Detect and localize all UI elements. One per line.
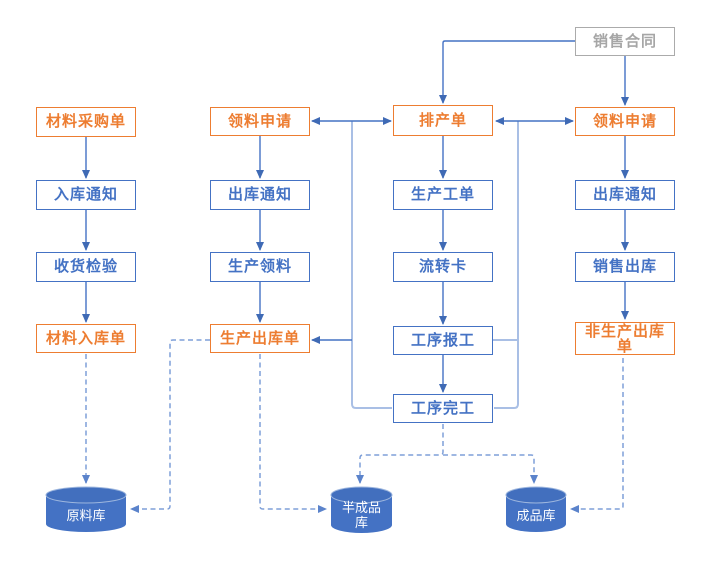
node-label: 收货检验 bbox=[53, 258, 118, 275]
node-picking-request-right: 领料申请 bbox=[575, 107, 675, 136]
edge-process-completion-to-finished-warehouse bbox=[443, 454, 538, 484]
node-production-work-order: 生产工单 bbox=[393, 180, 493, 210]
edge-process-completion-to-semi-warehouse bbox=[356, 424, 444, 484]
node-label: 流转卡 bbox=[418, 258, 467, 275]
dashed-arrows bbox=[82, 339, 624, 513]
node-raw-material-warehouse: 原料库 bbox=[45, 486, 127, 533]
node-label: 生产出库单 bbox=[219, 329, 300, 347]
node-label: 工序报工 bbox=[410, 331, 475, 349]
node-label: 出库通知 bbox=[592, 186, 657, 203]
cylinder-shape bbox=[505, 486, 567, 532]
node-process-reporting: 工序报工 bbox=[393, 326, 493, 355]
node-inbound-notice: 入库通知 bbox=[36, 180, 136, 210]
node-label: 排产单 bbox=[418, 111, 467, 129]
edge-non-production-to-finished-warehouse bbox=[570, 358, 624, 513]
node-outbound-notice-left: 出库通知 bbox=[210, 180, 310, 210]
edge-sales-contract-to-schedule bbox=[439, 40, 575, 104]
node-label: 工序完工 bbox=[410, 399, 475, 417]
node-receipt-inspection: 收货检验 bbox=[36, 252, 136, 282]
node-label: 材料入库单 bbox=[45, 329, 126, 347]
node-process-completion: 工序完工 bbox=[393, 394, 493, 423]
edge-production-outbound-to-raw-warehouse bbox=[130, 339, 210, 513]
node-picking-request-left: 领料申请 bbox=[210, 107, 310, 136]
node-label: 生产领料 bbox=[227, 258, 292, 275]
node-finished-goods-warehouse: 成品库 bbox=[505, 486, 567, 533]
node-semi-finished-warehouse: 半成品 库 bbox=[330, 486, 393, 534]
node-non-production-outbound-order: 非生产出库 单 bbox=[575, 322, 675, 355]
node-production-schedule: 排产单 bbox=[393, 105, 493, 136]
cylinder-shape bbox=[330, 486, 393, 533]
branch-left-process-completion-line bbox=[351, 121, 392, 409]
node-material-inbound-order: 材料入库单 bbox=[36, 324, 136, 353]
node-label: 成品库 bbox=[516, 508, 556, 523]
node-material-purchase-order: 材料采购单 bbox=[36, 107, 136, 137]
branch-right-process-completion-line bbox=[494, 121, 519, 409]
node-label: 材料采购单 bbox=[45, 113, 126, 130]
solid-arrows bbox=[82, 40, 629, 393]
node-label: 入库通知 bbox=[53, 186, 118, 203]
node-label: 生产工单 bbox=[410, 186, 475, 203]
node-label: 原料库 bbox=[66, 508, 106, 523]
node-outbound-notice-right: 出库通知 bbox=[575, 180, 675, 210]
edge-production-outbound-to-semi-warehouse bbox=[259, 354, 327, 513]
node-flow-card: 流转卡 bbox=[393, 252, 493, 282]
node-label: 领料申请 bbox=[592, 112, 657, 130]
node-label: 非生产出库 单 bbox=[584, 322, 665, 355]
node-label: 领料申请 bbox=[227, 112, 292, 130]
cylinder-shape bbox=[45, 486, 127, 532]
node-production-picking: 生产领料 bbox=[210, 252, 310, 282]
node-sales-outbound: 销售出库 bbox=[575, 252, 675, 282]
node-label: 销售合同 bbox=[592, 32, 657, 50]
node-label: 销售出库 bbox=[592, 258, 657, 275]
node-label: 出库通知 bbox=[227, 186, 292, 203]
node-production-outbound-order: 生产出库单 bbox=[210, 324, 310, 353]
node-label: 半成品 库 bbox=[341, 500, 381, 530]
node-sales-contract: 销售合同 bbox=[575, 27, 675, 56]
